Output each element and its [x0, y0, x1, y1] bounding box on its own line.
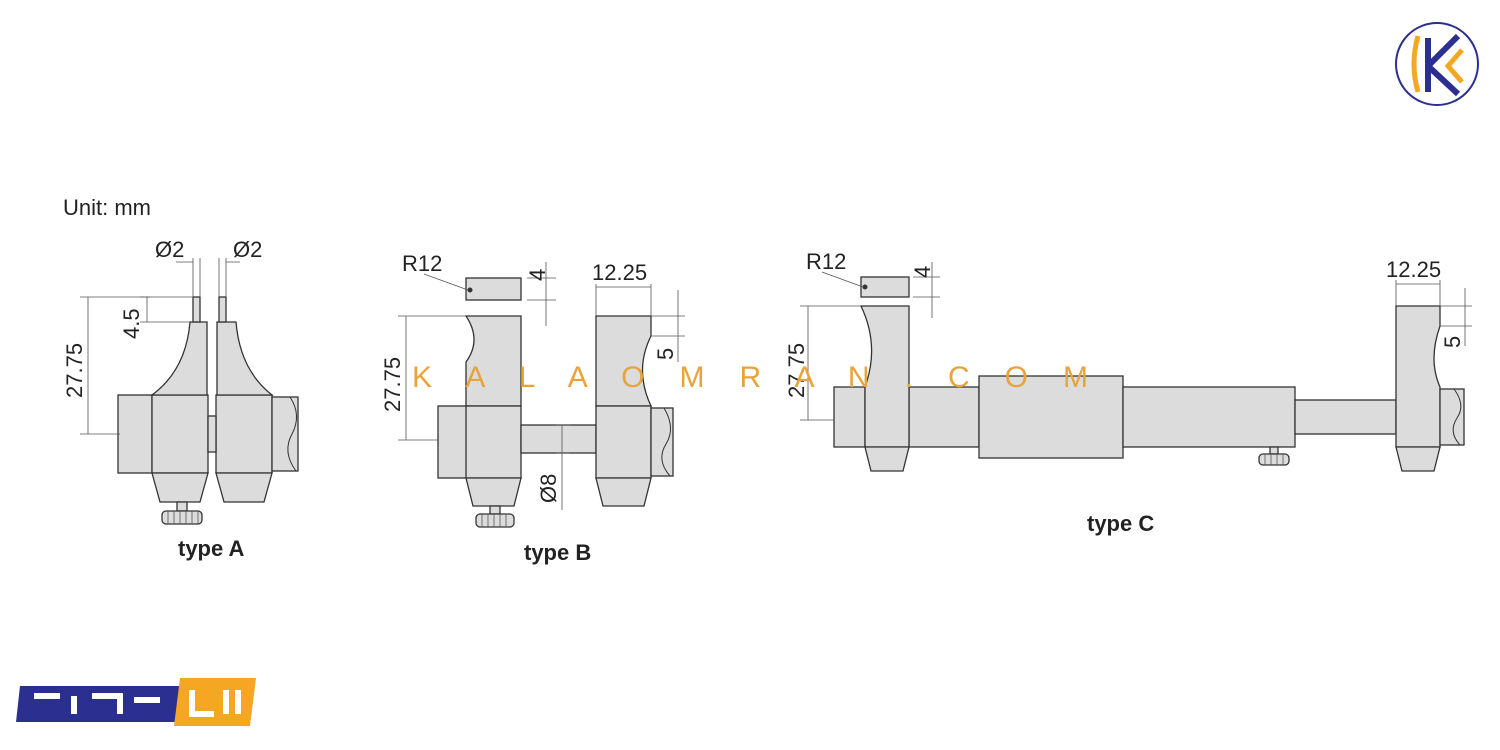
type-a-dim-height: 27.75	[62, 343, 87, 398]
type-b-dim-height: 27.75	[380, 357, 405, 412]
type-c-label: type C	[1087, 511, 1154, 536]
type-c-dim-jaw: 5	[1440, 336, 1465, 348]
type-b-dim-jaw: 5	[653, 348, 678, 360]
type-a-drawing	[80, 258, 299, 525]
kalaomran-logo-icon	[1395, 22, 1479, 106]
unit-label: Unit: mm	[63, 195, 151, 220]
type-a-dim-d2-left: Ø2	[155, 237, 184, 262]
type-b-dim-width: 12.25	[592, 260, 647, 285]
brand-logo-icon	[16, 678, 256, 726]
type-c-dim-tip: 4	[910, 266, 935, 278]
type-c-dim-width: 12.25	[1386, 257, 1441, 282]
type-c-drawing	[800, 262, 1472, 472]
type-b-drawing	[398, 262, 685, 528]
type-a-dim-d2-right: Ø2	[233, 237, 262, 262]
type-a-dim-gap: 4.5	[119, 308, 144, 339]
type-b-label: type B	[524, 540, 591, 565]
type-a-label: type A	[178, 536, 245, 561]
type-b-dim-tip: 4	[525, 269, 550, 281]
type-b-dim-rod: Ø8	[536, 474, 561, 503]
type-c-dim-radius: R12	[806, 249, 846, 274]
type-b-dim-radius: R12	[402, 251, 442, 276]
type-c-dim-height: 27.75	[784, 343, 809, 398]
